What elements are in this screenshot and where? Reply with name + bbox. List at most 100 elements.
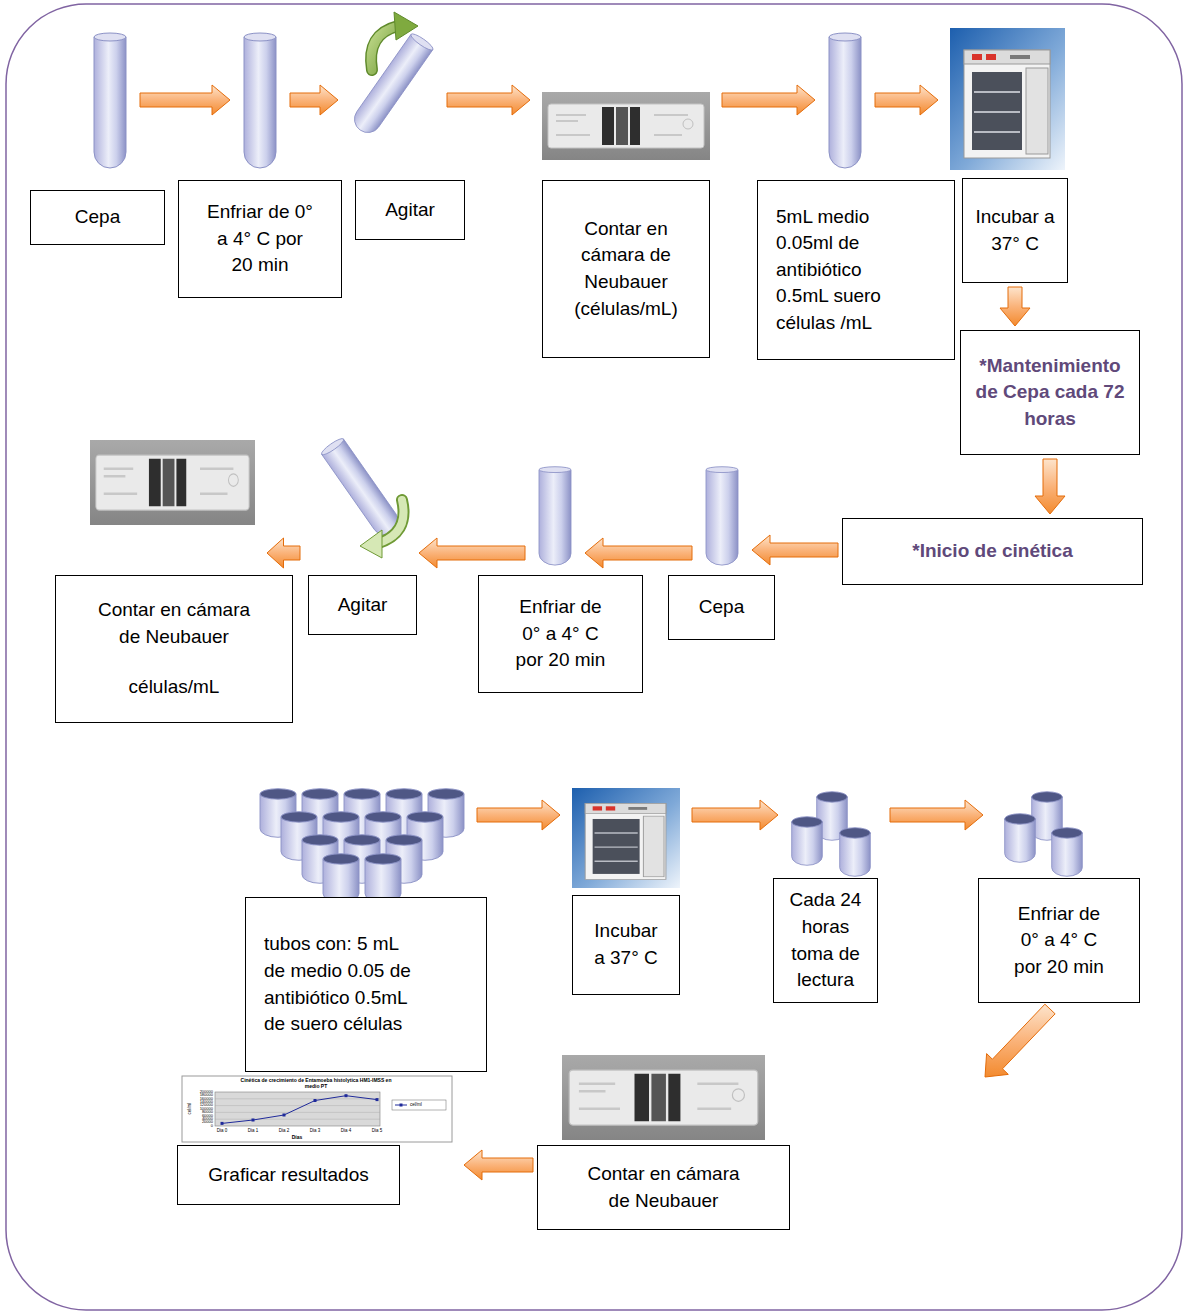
flow-arrow [752,535,838,565]
box-text: 5mL medio 0.05ml de antibiótico 0.5mL su… [776,204,886,337]
chart-label: Dia 3 [303,1128,327,1133]
illustration-part [349,32,434,138]
illustration-part [706,467,738,565]
illustration-part [314,1099,317,1102]
illustration-part [829,33,861,168]
process-box: tubos con: 5 mL de medio 0.05 de antibió… [245,897,487,1072]
illustration-part [562,1055,765,1140]
illustration-part [840,828,871,877]
box-text: Cada 24 horas toma de lectura [786,887,866,993]
flow-arrow [875,85,938,115]
illustration-part [90,440,255,525]
flow-arrow [985,1004,1055,1077]
illustration-part [360,530,382,558]
chart-label: Dia 4 [334,1128,358,1133]
illustration-part [395,1105,407,1106]
illustration-part [94,33,126,168]
outer-frame [6,4,1182,1310]
box-text: Contar en cámara de Neubauer [581,1161,746,1214]
box-text: Enfriar de 0° a 4° C por 20 min [511,594,611,674]
flow-arrow [1000,287,1030,326]
chart-label: Dia 0 [210,1128,234,1133]
flow-arrow [585,538,692,568]
process-box: *Mantenimiento de Cepa cada 72 horas [960,330,1140,455]
process-box: Enfriar de 0° a 4° C por 20 min [178,180,342,298]
illustration-part [539,467,571,565]
illustration-part [182,1076,452,1142]
tube-group-icon [792,792,1083,877]
chart-label: 0 [183,1124,213,1129]
chart-label: Cinética de crecimiento de Entamoeba his… [236,1077,396,1089]
illustration-part [1005,814,1036,863]
process-box: Incubar a 37° C [962,178,1068,283]
illustration-part [345,1094,348,1097]
process-box: Enfriar de 0° a 4° C por 20 min [478,575,643,693]
shaken-tube-icon [349,12,434,138]
illustration-part [371,26,398,70]
flow-arrow [290,85,338,115]
illustration-part [221,1122,224,1125]
box-text: Incubar a 37° C [970,204,1060,257]
incubator-image [572,28,1065,888]
illustration-part [215,1119,380,1120]
flow-arrow [477,800,560,830]
box-text: tubos con: 5 mL de medio 0.05 de antibió… [264,931,422,1037]
illustration-part [572,788,680,888]
box-text: Enfriar de 0° a 4° C por 20 min [1009,901,1109,981]
illustration-part [1052,828,1083,877]
process-box: Enfriar de 0° a 4° C por 20 min [978,878,1140,1003]
illustration-part [365,854,401,903]
illustration-part [221,1094,379,1125]
process-box: Contar en cámara de Neubauer (células/mL… [542,180,710,358]
box-text: Contar en cámara de Neubauer (células/mL… [556,216,696,322]
box-text: *Mantenimiento de Cepa cada 72 horas [975,353,1125,433]
flow-arrow [692,800,778,830]
chart-label: Dia 1 [241,1128,265,1133]
process-box: Contar en cámara de Neubauer [537,1145,790,1230]
illustration-part [222,1096,377,1124]
illustration-part [376,1098,379,1101]
flow-arrow [140,85,230,115]
box-text: Agitar [318,592,408,619]
illustration-part [371,26,398,70]
process-box: *Inicio de cinética [842,518,1143,585]
illustration-part [252,1119,255,1122]
box-text: Enfriar de 0° a 4° C por 20 min [205,199,315,279]
flow-arrow [722,85,815,115]
illustration-part [320,436,404,540]
box-text: Graficar resultados [189,1162,389,1189]
box-text: Agitar [365,197,455,224]
illustration-part [215,1112,380,1113]
flow-arrow [419,538,525,568]
illustration-part [542,92,710,160]
chart-label: 20000 [183,1120,213,1125]
growth-chart-image [182,1076,452,1142]
process-box: Graficar resultados [177,1145,400,1205]
box-text: Cepa [677,594,767,621]
illustration-part [394,12,418,40]
process-box: Incubar a 37° C [572,895,680,995]
process-box: Cepa [668,575,775,640]
legend-text: cel/ml [410,1102,444,1107]
illustration-part [215,1092,380,1126]
illustration-part [215,1098,380,1099]
chart-label: Dia 5 [365,1128,389,1133]
neubauer-chamber-image [90,92,765,1140]
flow-arrow [890,800,983,830]
box-text: células/mL [92,674,257,701]
process-box: Contar en cámara de Neubauercélulas/mL [55,575,293,723]
flow-arrow [447,85,530,115]
flow-arrow [464,1150,533,1180]
illustration-part [323,854,359,903]
illustration-part [392,1100,446,1110]
chart-label: Días [285,1134,309,1140]
illustration-part [792,817,823,866]
shaken-tube-icon [320,436,404,558]
illustration-part [244,33,276,168]
flow-arrow [267,538,300,568]
process-box: Cepa [30,190,165,245]
chart-label: cel/ml [187,1097,192,1121]
